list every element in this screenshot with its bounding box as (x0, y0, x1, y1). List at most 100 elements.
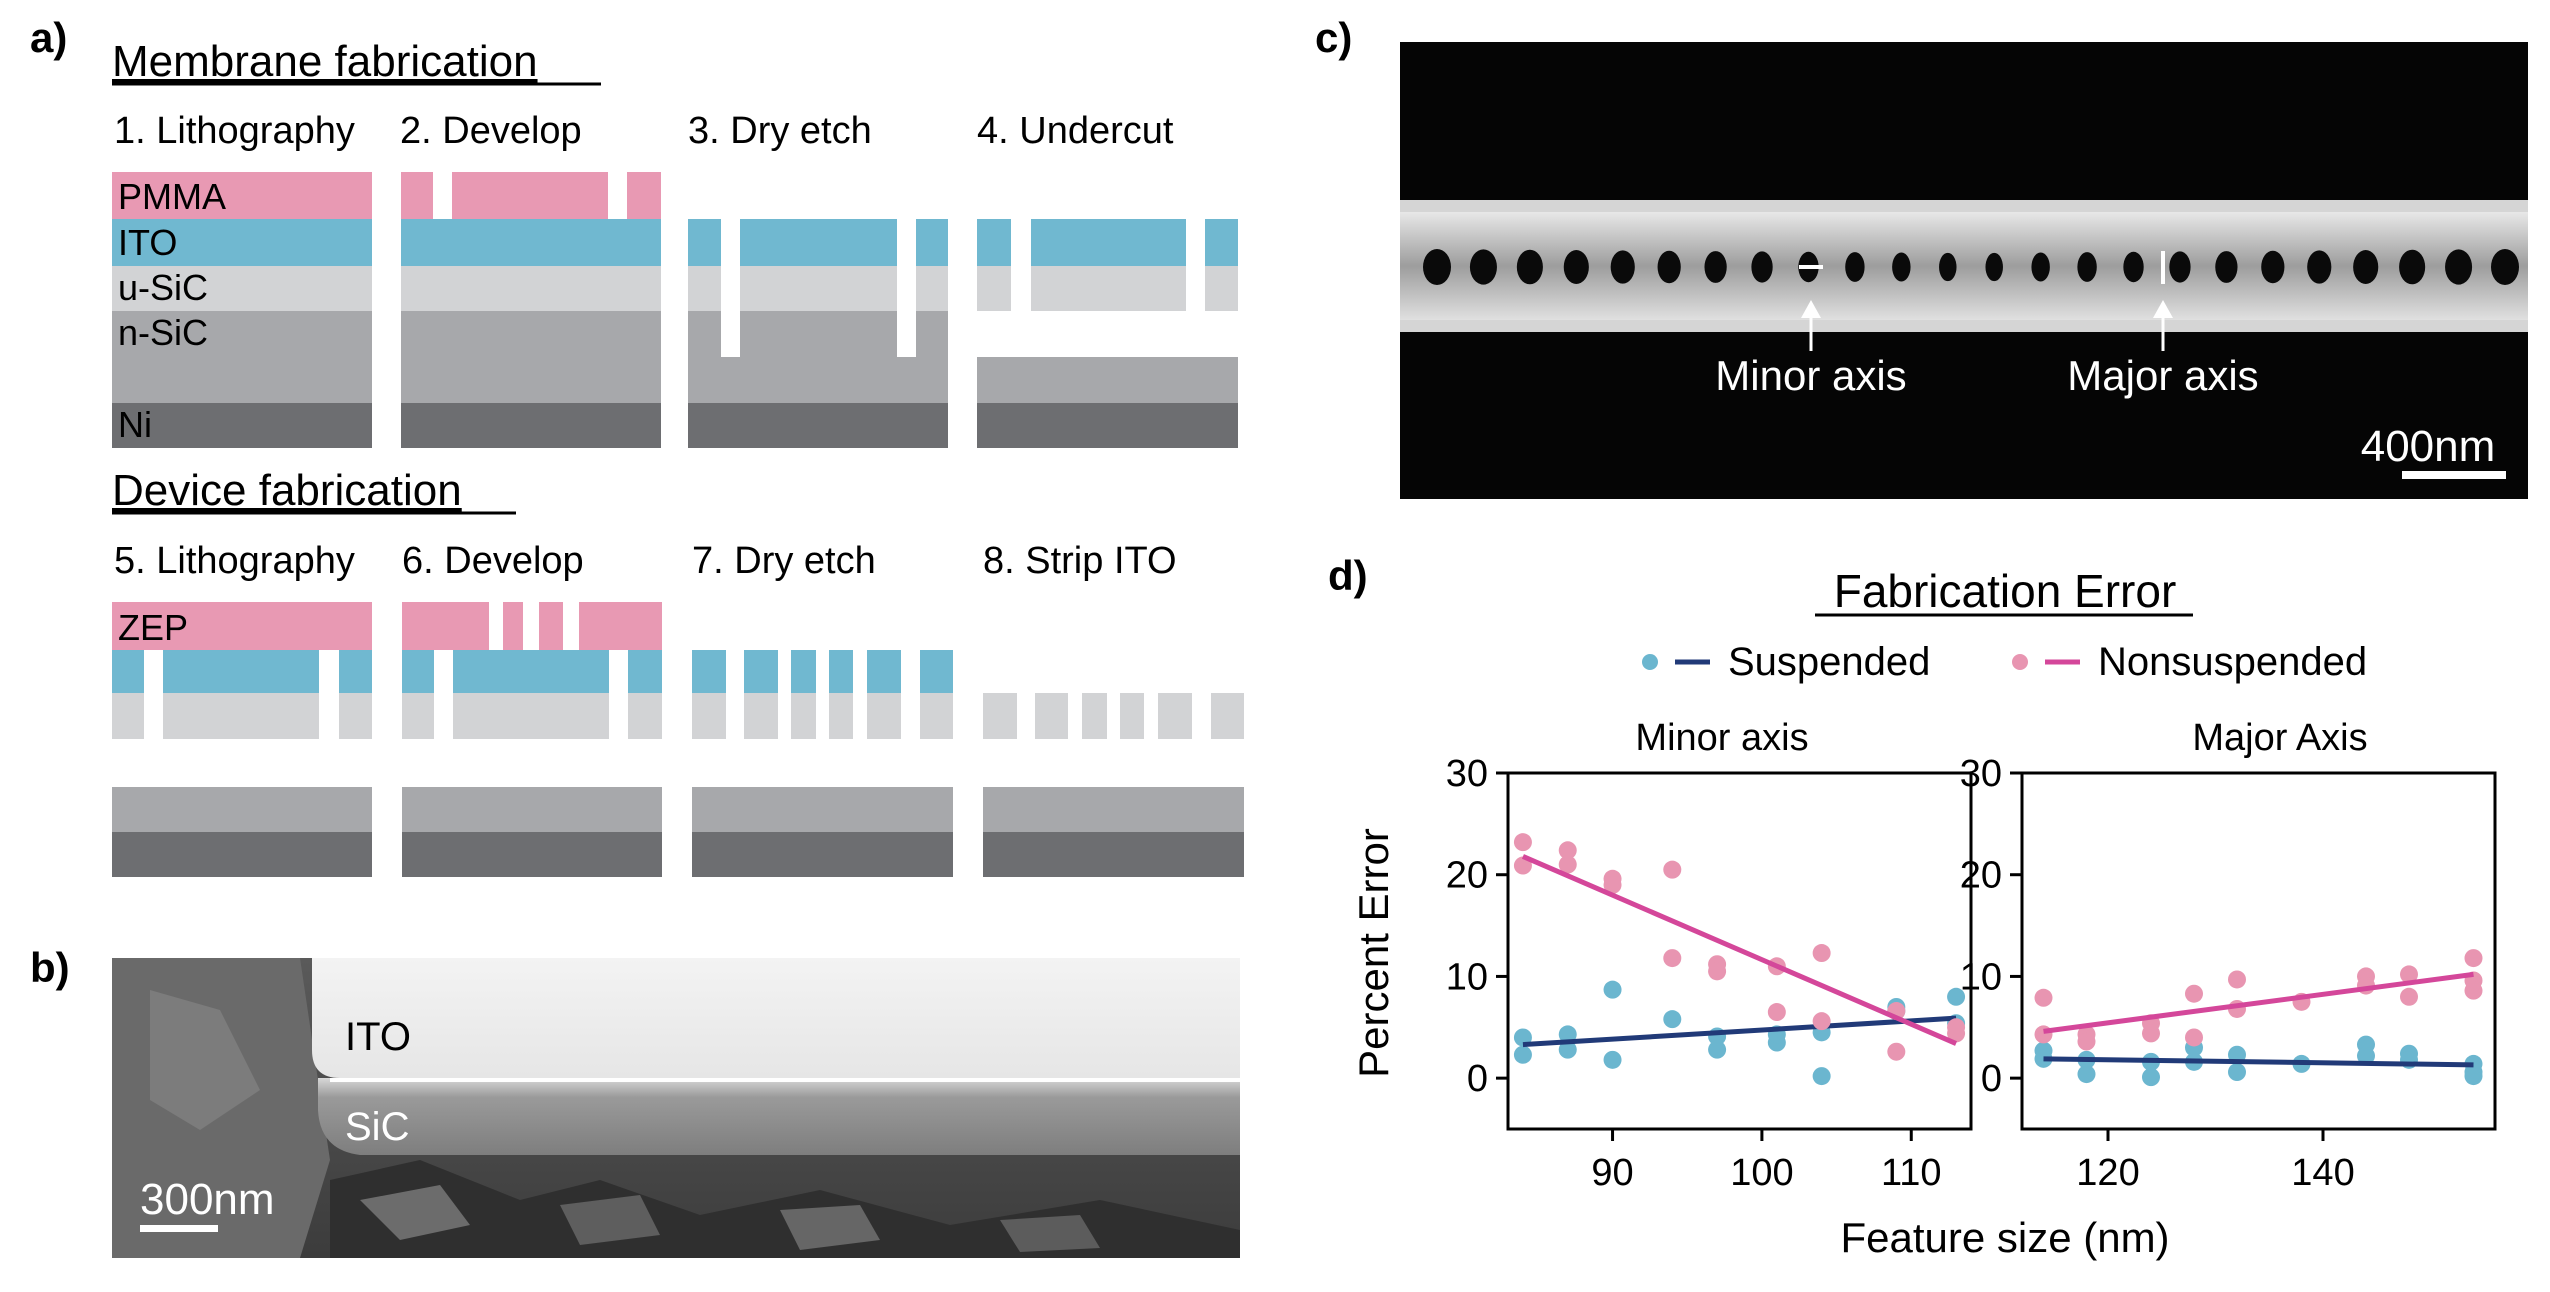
layer-label-pmma: PMMA (118, 176, 226, 217)
membrane-title: Membrane fabrication (112, 37, 538, 86)
layer-label-ni: Ni (118, 404, 152, 445)
data-point-suspended (1708, 1040, 1727, 1059)
device-stack-step7 (692, 650, 953, 877)
data-point-suspended (2077, 1065, 2096, 1084)
layer-label-zep: ZEP (118, 607, 188, 648)
data-point-nonsuspended (1767, 1003, 1786, 1022)
crystal-hole (1469, 249, 1497, 285)
device-stack-step5 (112, 602, 372, 877)
data-point-nonsuspended (2464, 949, 2483, 968)
y-tick-label: 30 (1446, 753, 1488, 795)
y-tick-label: 30 (1960, 753, 2002, 795)
data-point-nonsuspended (1558, 855, 1577, 874)
y-tick-label: 20 (1446, 855, 1488, 897)
panel-a-label: a) (30, 14, 67, 61)
crystal-hole (2307, 250, 2332, 284)
data-point-nonsuspended (2400, 987, 2418, 1006)
chart-legend: Suspended Nonsuspended (1642, 640, 2367, 684)
membrane-step-4: 4. Undercut (977, 110, 1174, 152)
data-point-nonsuspended (1812, 944, 1831, 963)
x-tick-label: 110 (1881, 1152, 1942, 1194)
chart-figure-title: Fabrication Error (1834, 565, 2177, 617)
data-point-suspended (2228, 1063, 2246, 1082)
data-point-nonsuspended (2185, 1028, 2203, 1047)
panel-c-label: c) (1315, 14, 1352, 61)
crystal-hole (2215, 251, 2238, 283)
data-point-nonsuspended (1663, 949, 1682, 968)
data-point-nonsuspended (2400, 965, 2418, 984)
crystal-hole (1423, 249, 1451, 285)
usic-layer (112, 266, 372, 311)
y-tick-label: 10 (1446, 956, 1488, 998)
major-axis-label: Major axis (2067, 352, 2258, 399)
crystal-hole (2491, 249, 2519, 285)
data-point-nonsuspended (1558, 841, 1577, 860)
fit-line-suspended (2043, 1056, 2474, 1068)
data-point-suspended (1513, 1045, 1532, 1064)
crystal-hole (2031, 252, 2050, 282)
crystal-hole (2169, 251, 2191, 283)
scale-label-400nm: 400nm (2361, 422, 2496, 471)
data-point-suspended (1558, 1025, 1577, 1044)
membrane-step-3: 3. Dry etch (688, 110, 872, 152)
fit-line-suspended (1522, 1015, 1957, 1048)
membrane-stack-step1 (112, 172, 372, 448)
crystal-hole (1845, 252, 1865, 282)
device-stack-step8 (983, 693, 1244, 877)
pmma-layer (112, 172, 372, 219)
y-tick-label: 0 (1467, 1058, 1488, 1100)
crystal-hole (2399, 249, 2426, 285)
minor-axis-label: Minor axis (1715, 352, 1906, 399)
data-point-nonsuspended (2077, 1032, 2096, 1051)
x-tick-label: 120 (2076, 1152, 2139, 1194)
data-point-nonsuspended (1708, 962, 1727, 981)
device-step-6: 6. Develop (402, 540, 584, 582)
scale-label-300nm: 300nm (140, 1175, 275, 1224)
chart-xlabel: Feature size (nm) (1840, 1214, 2169, 1261)
crystal-hole (1563, 250, 1589, 284)
device-step-5: 5. Lithography (114, 540, 355, 582)
crystal-hole (1985, 252, 2003, 282)
crystal-hole (2077, 252, 2097, 282)
sem-label-ito: ITO (345, 1015, 411, 1059)
data-point-nonsuspended (1812, 1012, 1831, 1031)
x-tick-label: 100 (1730, 1152, 1793, 1194)
sem-label-sic: SiC (345, 1105, 409, 1149)
chart-title: Major Axis (2192, 717, 2367, 759)
layer-label-ito: ITO (118, 222, 177, 263)
plot-frame (1506, 771, 1973, 1131)
data-point-suspended (2142, 1068, 2160, 1087)
crystal-hole (1751, 251, 1773, 283)
crystal-hole (1892, 252, 1911, 282)
data-point-nonsuspended (2464, 981, 2483, 1000)
fit-line-nonsuspended (1521, 854, 1958, 1046)
data-point-suspended (1663, 1010, 1682, 1029)
crystal-hole (2261, 250, 2285, 284)
sem-image-cross-section (112, 958, 1240, 1258)
data-point-suspended (1812, 1067, 1831, 1086)
plot-frame (2020, 771, 2497, 1131)
data-point-nonsuspended (1887, 1042, 1906, 1061)
ni-layer (112, 403, 372, 448)
y-tick-label: 0 (1981, 1058, 2002, 1100)
crystal-hole (1704, 251, 1727, 283)
data-point-suspended (2357, 1046, 2375, 1065)
photonic-crystal-holes (1423, 249, 2519, 285)
minor-axis-arrowhead (1801, 300, 1821, 318)
chart-ylabel: Percent Error (1350, 828, 1397, 1078)
y-tick-label: 10 (1960, 956, 2002, 998)
sem-image-nanobeam (1400, 42, 2528, 499)
device-title: Device fabrication (112, 466, 462, 515)
layer-label-usic: u-SiC (118, 267, 208, 308)
data-point-nonsuspended (2185, 984, 2203, 1003)
data-point-nonsuspended (2228, 970, 2246, 989)
data-point-suspended (1558, 1040, 1577, 1059)
chart-minor-axis: Minor axis 0 10 20 30 90 100 110 (1446, 717, 1973, 1194)
crystal-hole (1657, 250, 1681, 284)
chart-title: Minor axis (1635, 717, 1808, 759)
legend-suspended-label: Suspended (1728, 640, 1930, 684)
x-tick-label: 90 (1591, 1152, 1633, 1194)
membrane-step-1: 1. Lithography (114, 110, 355, 152)
